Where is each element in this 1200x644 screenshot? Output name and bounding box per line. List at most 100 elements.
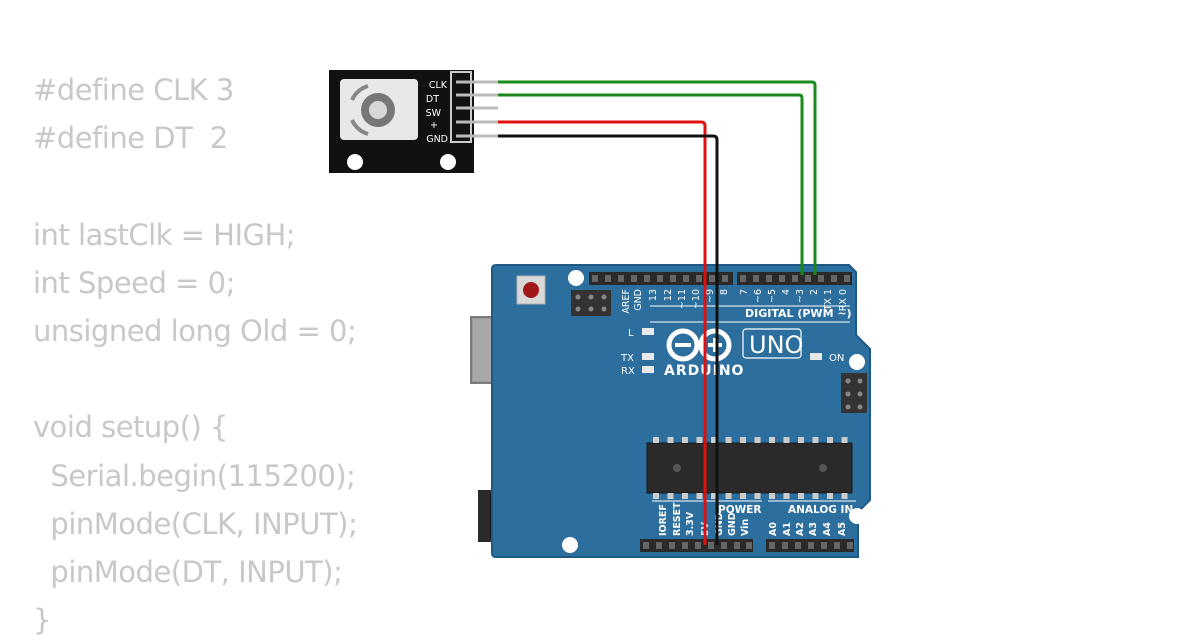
code-line: int Speed = 0; — [33, 265, 235, 300]
code-line: pinMode(DT, INPUT); — [33, 554, 343, 589]
analog-pin-label: A1 — [782, 522, 793, 536]
header-socket[interactable] — [657, 275, 663, 282]
header-socket[interactable] — [740, 275, 746, 282]
header-socket[interactable] — [766, 275, 772, 282]
led-rx-label: RX — [621, 366, 635, 377]
chip-pin — [841, 437, 848, 443]
chip-pin — [841, 493, 848, 499]
header-socket[interactable] — [643, 542, 649, 549]
wire-clk[interactable] — [498, 80, 817, 275]
code-line: #define DT 2 — [33, 121, 228, 156]
chip-pin — [783, 493, 790, 499]
wire-vcc[interactable] — [498, 120, 707, 545]
header-socket[interactable] — [847, 542, 853, 549]
digital-pin-label: GND — [633, 289, 644, 311]
header-socket[interactable] — [818, 275, 824, 282]
chip-pin — [798, 493, 804, 499]
header-socket[interactable] — [805, 275, 811, 282]
chip-pin — [827, 437, 833, 443]
digital-pin-label: ~10 — [691, 289, 702, 309]
chip-pin — [725, 493, 732, 499]
analog-pin-label: A4 — [822, 522, 833, 536]
digital-pin-label: 8 — [719, 289, 730, 295]
rotate-arrow-icon — [350, 84, 369, 101]
wire-dt[interactable] — [498, 93, 804, 275]
encoder-pin-plus-label: + — [430, 120, 438, 131]
header-socket[interactable] — [669, 542, 675, 549]
header-socket[interactable] — [795, 542, 801, 549]
uno-badge — [742, 328, 802, 359]
analog-pin-label: A3 — [808, 522, 819, 536]
digital-pin-label: RX 0 — [838, 289, 849, 311]
chip-pin — [682, 437, 688, 443]
chip-pin — [783, 437, 790, 443]
chip-pin — [696, 437, 703, 443]
header-socket[interactable] — [695, 542, 701, 549]
power-header-label: POWER — [718, 504, 761, 516]
rotary-encoder-module[interactable]: CLK DT SW + GND — [329, 70, 498, 173]
power-pin-label: GND — [714, 512, 725, 536]
power-pin-label: IOREF — [658, 504, 669, 536]
header-socket[interactable] — [753, 275, 759, 282]
chip-pin — [653, 493, 659, 499]
power-pin-label: 3.3V — [685, 511, 696, 536]
header-socket[interactable] — [683, 275, 689, 282]
analog-pin-label: A2 — [795, 522, 806, 536]
icsp-header — [571, 290, 611, 316]
header-socket[interactable] — [605, 275, 611, 282]
icsp-header-right — [841, 373, 867, 413]
wire-gnd[interactable] — [498, 134, 719, 545]
mounting-hole — [568, 270, 584, 286]
header-socket[interactable] — [670, 275, 676, 282]
encoder-pin-sw-label: SW — [426, 108, 442, 119]
header-socket[interactable] — [618, 275, 624, 282]
reset-button-cap[interactable] — [523, 282, 539, 298]
led-l-label: L — [628, 328, 634, 339]
code-line: pinMode(CLK, INPUT); — [33, 506, 358, 541]
chip-pin — [696, 493, 703, 499]
mounting-hole — [849, 508, 865, 524]
header-socket[interactable] — [779, 275, 785, 282]
led-l — [642, 328, 654, 335]
encoder-pin-dt-label: DT — [426, 94, 439, 105]
chip-pin — [754, 437, 761, 443]
header-socket[interactable] — [831, 275, 837, 282]
header-socket[interactable] — [708, 542, 714, 549]
header-socket[interactable] — [821, 542, 827, 549]
code-line: void setup() { — [33, 410, 229, 445]
header-socket[interactable] — [682, 542, 688, 549]
header-socket[interactable] — [808, 542, 814, 549]
header-socket[interactable] — [792, 275, 798, 282]
digital-pin-label: ~6 — [753, 289, 764, 303]
header-socket[interactable] — [844, 275, 850, 282]
chip-pin — [667, 437, 674, 443]
header-socket[interactable] — [769, 542, 775, 549]
header-socket[interactable] — [746, 542, 752, 549]
chip-pin — [653, 437, 659, 443]
atmega-chip — [646, 442, 853, 494]
header-socket[interactable] — [592, 275, 598, 282]
header-socket[interactable] — [834, 542, 840, 549]
encoder-shaft — [369, 101, 387, 119]
analog-pin-label: A0 — [768, 522, 779, 536]
mounting-hole — [562, 537, 578, 553]
chip-pin — [798, 437, 804, 443]
header-socket[interactable] — [782, 542, 788, 549]
header-socket[interactable] — [722, 275, 728, 282]
encoder-pin-clk-label: CLK — [429, 80, 448, 91]
header-socket[interactable] — [644, 275, 650, 282]
led-tx-label: TX — [620, 353, 634, 364]
header-socket[interactable] — [631, 275, 637, 282]
mounting-hole — [849, 354, 865, 370]
header-socket[interactable] — [709, 275, 715, 282]
chip-pin — [754, 493, 761, 499]
header-socket[interactable] — [721, 542, 727, 549]
led-on-label: ON — [829, 353, 844, 364]
header-socket[interactable] — [696, 275, 702, 282]
header-socket[interactable] — [734, 542, 740, 549]
header-socket[interactable] — [656, 542, 662, 549]
analog-pin-label: A5 — [837, 522, 848, 536]
digital-pin-label: 7 — [739, 289, 750, 295]
mounting-hole — [440, 154, 456, 170]
